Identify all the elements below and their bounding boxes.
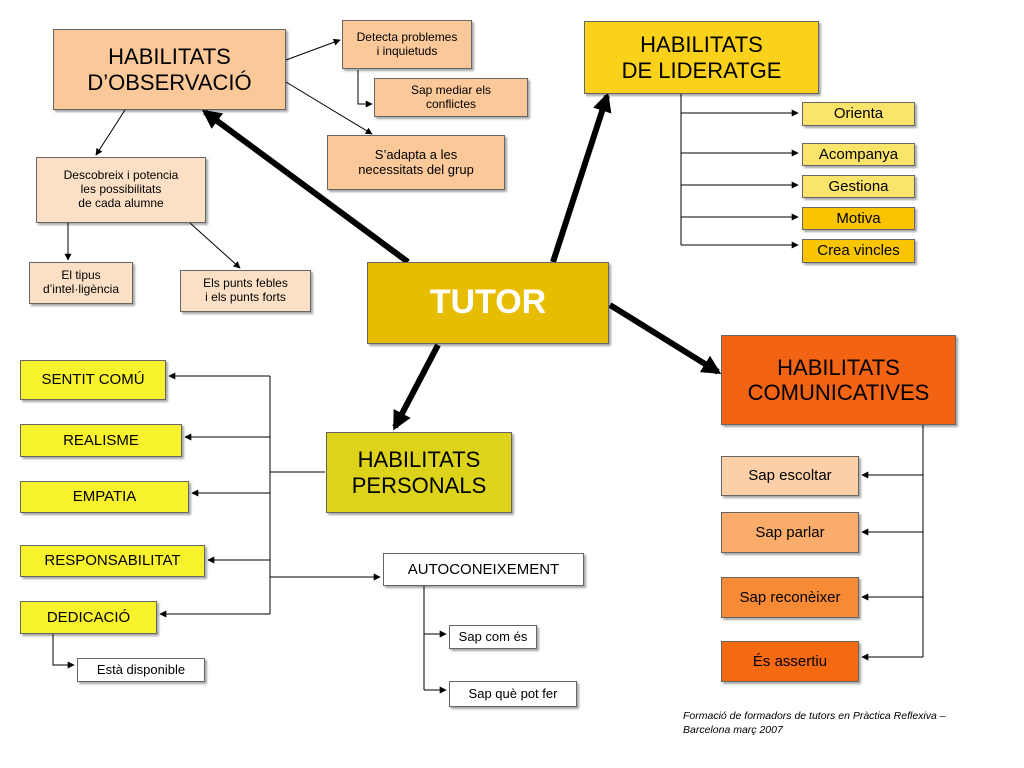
observacio-title: HABILITATS D’OBSERVACIÓ (53, 29, 286, 110)
com-item-assertiu: És assertiu (721, 641, 859, 682)
lideratge-item-orienta: Orienta (802, 102, 915, 126)
line-desc-punts (189, 222, 241, 269)
comunicatives-title: HABILITATS COMUNICATIVES (721, 335, 956, 425)
tutor-node: TUTOR (367, 262, 609, 344)
line-detecta-mediar (357, 70, 373, 108)
punts-box: Els punts febles i els punts forts (180, 270, 311, 312)
sap-que-box: Sap què pot fer (449, 681, 577, 707)
autoconeixement-box: AUTOCONEIXEMENT (383, 553, 584, 586)
tipus-box: El tipus d’intel·ligència (29, 262, 133, 304)
adapta-box: S’adapta a les necessitats del grup (327, 135, 505, 190)
pers-item-sentit-comu: SENTIT COMÚ (20, 360, 166, 400)
mediar-box: Sap mediar els conflictes (374, 78, 528, 117)
lideratge-item-crea-vincles: Crea vincles (802, 239, 915, 263)
footer-caption: Formació de formadors de tutors en Pràct… (683, 710, 946, 736)
arrow-to-personals (392, 343, 441, 431)
detecta-box: Detecta problemes i inquietuds (342, 20, 472, 69)
pers-item-realisme: REALISME (20, 424, 182, 457)
pers-item-responsabilitat: RESPONSABILITAT (20, 545, 205, 577)
arrow-to-comunicatives (608, 302, 722, 375)
pers-item-empatia: EMPATIA (20, 481, 189, 513)
com-item-parlar: Sap parlar (721, 512, 859, 553)
lideratge-title: HABILITATS DE LIDERATGE (584, 21, 819, 94)
line-obs-descobreix (95, 109, 126, 156)
com-item-escoltar: Sap escoltar (721, 456, 859, 496)
sap-com-box: Sap com és (449, 625, 537, 649)
arrow-to-lideratge (550, 92, 612, 263)
descobreix-box: Descobreix i potencia les possibilitats … (36, 157, 206, 223)
arrow-to-observacio (201, 109, 410, 265)
com-item-reconeixer: Sap reconèixer (721, 577, 859, 618)
line-dedicacio-disponible (52, 634, 75, 669)
lideratge-item-gestiona: Gestiona (802, 175, 915, 198)
personals-title: HABILITATS PERSONALS (326, 432, 512, 513)
pers-item-dedicacio: DEDICACIÓ (20, 601, 157, 634)
lideratge-item-motiva: Motiva (802, 207, 915, 230)
line-obs-adapta (285, 81, 373, 135)
disponible-box: Està disponible (77, 658, 205, 682)
lideratge-item-acompanya: Acompanya (802, 143, 915, 166)
line-obs-detecta (285, 38, 341, 61)
